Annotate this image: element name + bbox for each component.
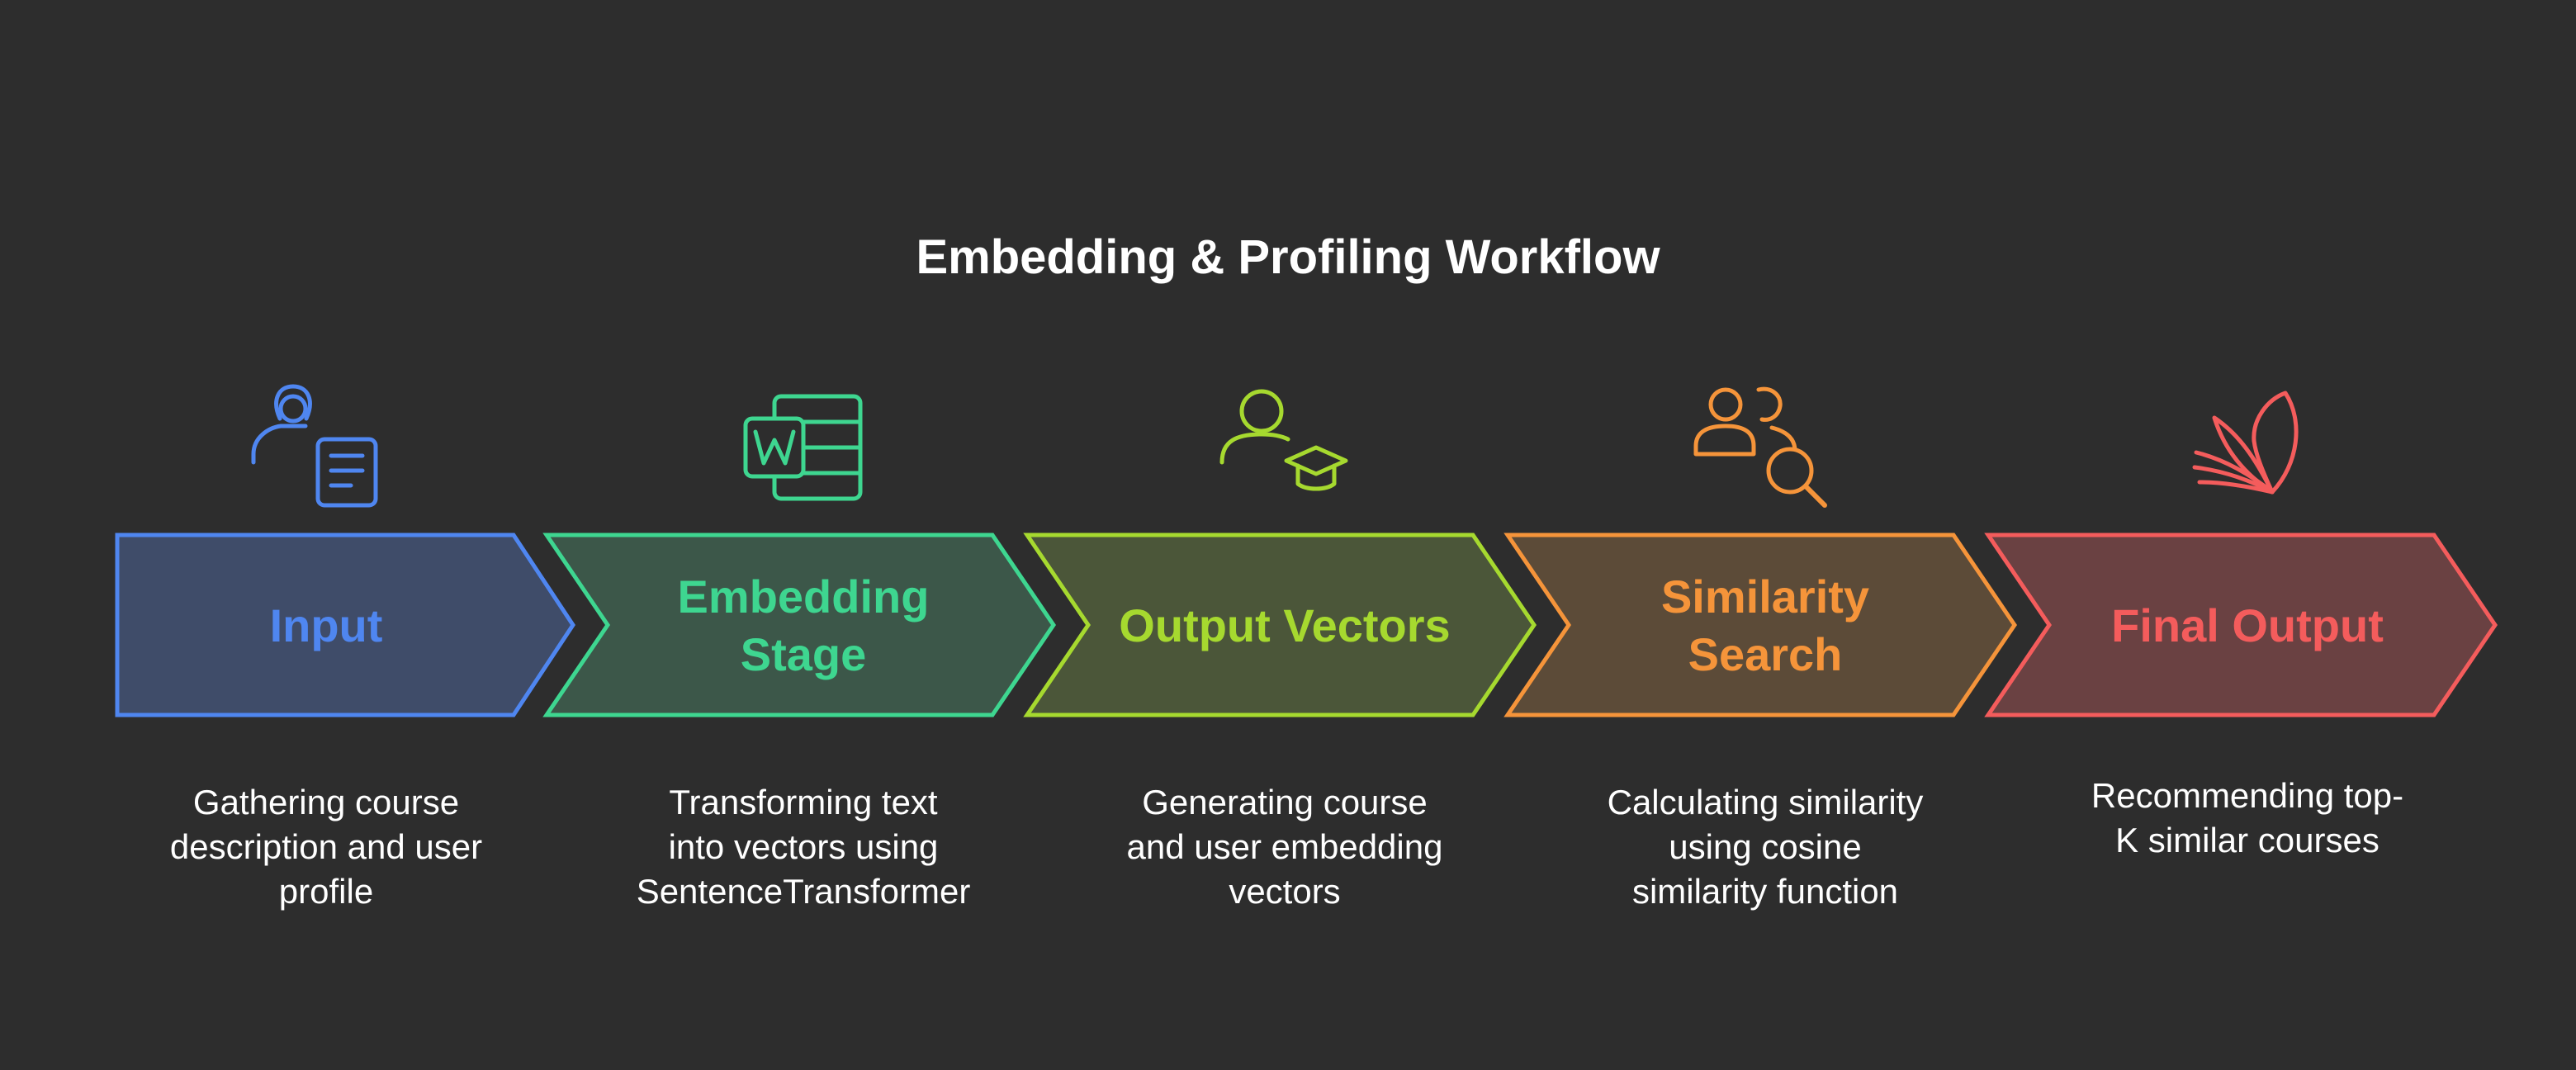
step-description: Recommending top- K similar courses: [2091, 776, 2404, 859]
book-pages-icon: [2192, 391, 2299, 495]
workflow-step: Final Output: [1984, 391, 2498, 717]
users-search-icon: [1693, 386, 1827, 508]
step-chevron: [1503, 533, 2018, 717]
step-chevron: [1023, 533, 1537, 717]
step-label: Input: [270, 599, 383, 651]
step-description: Gathering course description and user pr…: [169, 783, 483, 911]
workflow-step: Input: [115, 384, 575, 717]
step-chevron: [1984, 533, 2498, 717]
workflow-step: Output Vectors: [1023, 389, 1537, 717]
step-description: Calculating similarity using cosine simi…: [1607, 783, 1924, 911]
step-chevron: [115, 533, 575, 717]
step-description: Transforming text into vectors using Sen…: [636, 783, 971, 911]
step-label: Final Output: [2111, 599, 2384, 651]
step-label: Output Vectors: [1119, 599, 1450, 651]
step-chevron: [542, 533, 1057, 717]
graduate-user-icon: [1219, 389, 1348, 491]
diagram-title: Embedding & Profiling Workflow: [916, 230, 1660, 284]
word-document-icon: [743, 394, 863, 501]
step-description: Generating course and user embedding vec…: [1126, 783, 1443, 911]
user-document-icon: [251, 384, 378, 508]
